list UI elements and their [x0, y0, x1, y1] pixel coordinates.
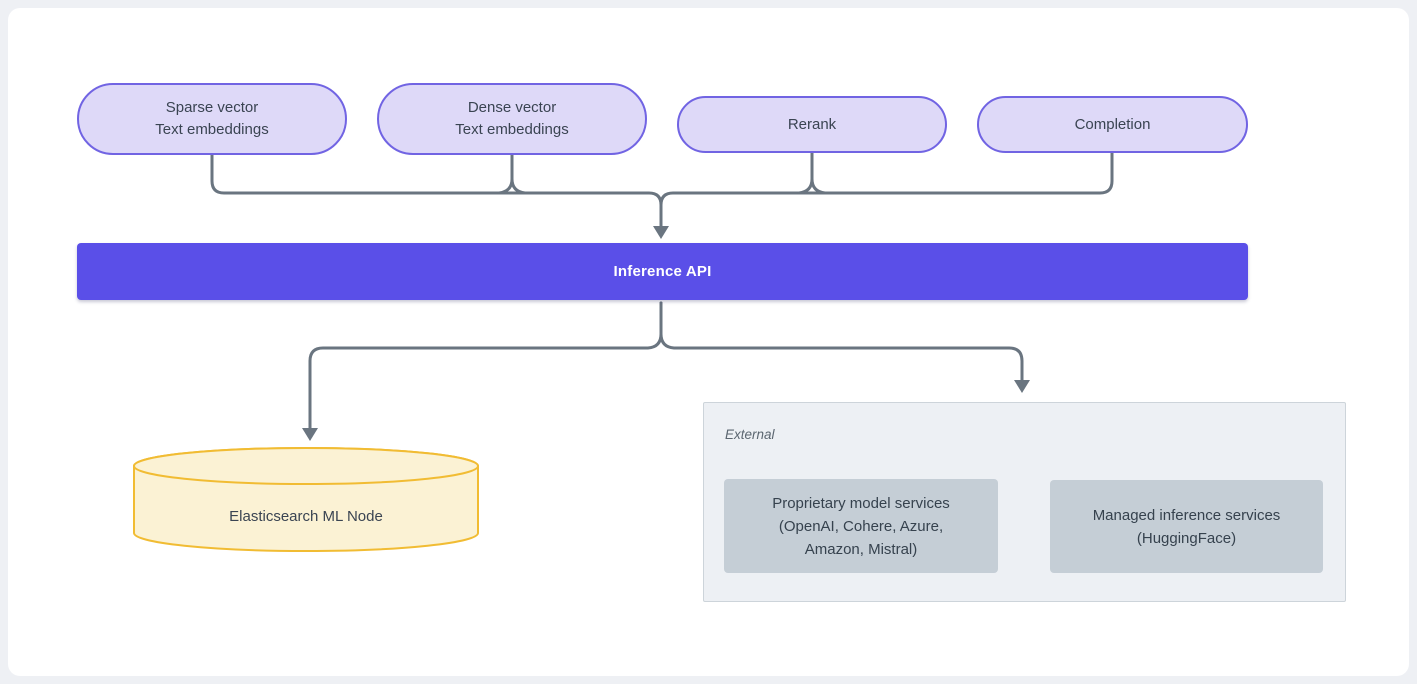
node-label: Sparse vector Text embeddings [155, 99, 269, 138]
node-label: Rerank [787, 115, 837, 133]
group-external: External Proprietary model services (Ope… [703, 402, 1346, 602]
node-elasticsearch-ml-node: Elasticsearch ML Node [132, 446, 480, 554]
node-label: Proprietary model services (OpenAI, Cohe… [772, 494, 950, 558]
node-label: Elasticsearch ML Node [229, 508, 383, 525]
database-cylinder-icon [133, 447, 479, 552]
node-managed-inference-services: Managed inference services (HuggingFace) [1050, 480, 1323, 573]
node-inference-api: Inference API [77, 243, 1248, 300]
node-label: Inference API [613, 263, 712, 280]
node-rerank: Rerank [677, 96, 947, 153]
node-sparse-vector-embeddings: Sparse vector Text embeddings [77, 83, 347, 155]
node-label: Managed inference services (HuggingFace) [1092, 506, 1281, 547]
group-label: External [725, 427, 775, 442]
node-completion: Completion [977, 96, 1248, 153]
node-label: Completion [1074, 115, 1151, 133]
node-label: Dense vector Text embeddings [455, 99, 569, 138]
node-dense-vector-embeddings: Dense vector Text embeddings [377, 83, 647, 155]
node-proprietary-model-services: Proprietary model services (OpenAI, Cohe… [724, 479, 998, 573]
